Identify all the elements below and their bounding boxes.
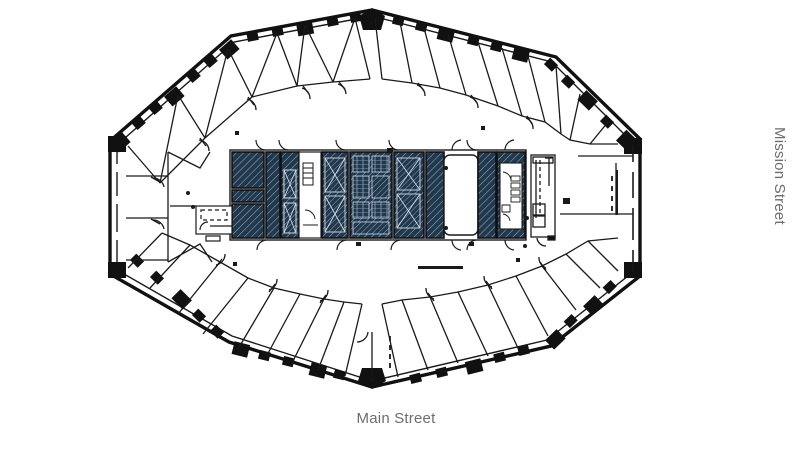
scale-bar: [418, 266, 463, 269]
core-block-west-narrow: [265, 151, 281, 239]
service-room-west: [170, 205, 233, 242]
core-block-mech-2: [349, 151, 393, 239]
core-block-elevator-west: [425, 151, 445, 239]
bottom-apex-detail: [356, 331, 391, 382]
core-block-mech-1: [321, 151, 349, 239]
perimeter-offices-bottom-left: [127, 232, 363, 377]
elevator-lobby: [443, 154, 479, 236]
perimeter-right-end: [560, 145, 635, 272]
building-core: [170, 139, 556, 251]
perimeter-offices-top-left: [127, 17, 371, 184]
perimeter-offices-left-end: [115, 151, 213, 263]
core-block-west-large: [231, 151, 265, 239]
perimeter-offices-top-right: [374, 17, 618, 145]
street-label-main: Main Street: [356, 410, 436, 427]
street-label-mission: Mission Street: [771, 127, 788, 225]
connection-nodes: [186, 166, 529, 248]
perimeter-offices-bottom-right: [381, 237, 619, 378]
core-block-mech-3: [393, 151, 425, 239]
core-block-elevator-east: [477, 151, 497, 239]
stair-enclosure-east: [530, 154, 556, 247]
core-block-shaft-group-a: [280, 151, 300, 239]
core-doors: [255, 139, 515, 251]
core-corridor-west-detail: [302, 162, 318, 226]
interior-column-markers: [233, 126, 570, 266]
restroom-fixtures: [501, 171, 521, 222]
core-block-restrooms: [496, 151, 526, 239]
